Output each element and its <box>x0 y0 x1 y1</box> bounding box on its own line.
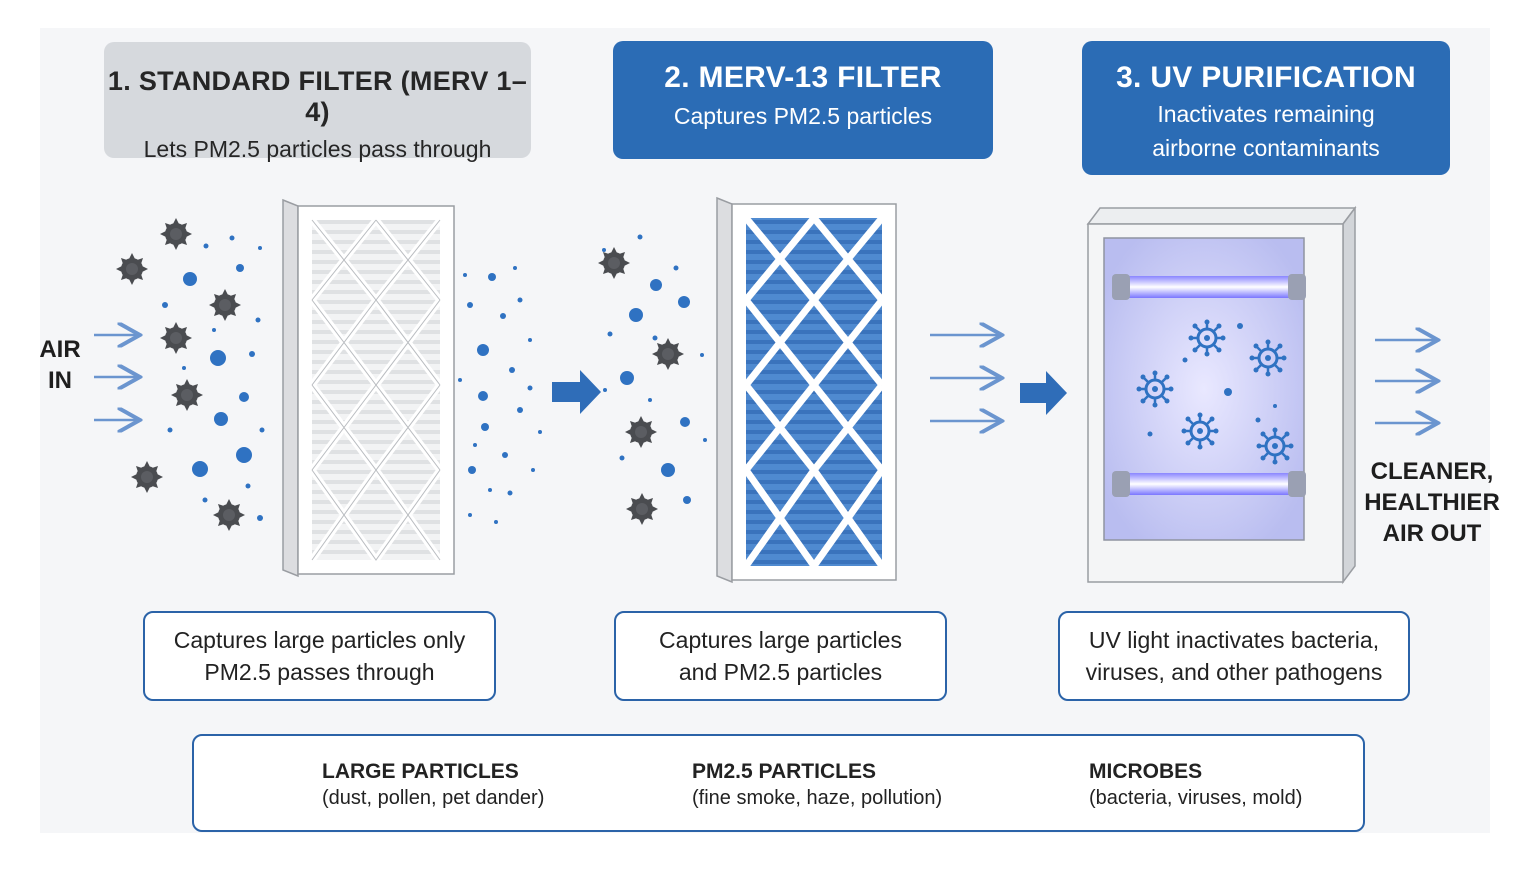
stage2-caption: Captures large particles and PM2.5 parti… <box>614 611 947 701</box>
legend-pm25-description: (fine smoke, haze, pollution) <box>692 787 943 809</box>
air-out-label: CLEANER, HEALTHIER AIR OUT <box>1364 456 1500 549</box>
clean-air-arrows-stage2 <box>930 335 1002 421</box>
air-out-line2: HEALTHIER <box>1364 489 1500 516</box>
legend-pm25-title: PM2.5 PARTICLES <box>692 760 876 783</box>
large-particles-stage1 <box>116 218 245 531</box>
legend-microbes-title: MICROBES <box>1089 760 1203 783</box>
legend-microbes-description: (bacteria, viruses, mold) <box>1089 787 1303 809</box>
uv-chamber-icon <box>1086 205 1357 585</box>
stage1-title: 1. STANDARD FILTER (MERV 1–4) <box>107 66 528 127</box>
uv-lamp-bottom <box>1112 471 1306 497</box>
air-out-line1: CLEANER, <box>1370 458 1494 485</box>
stage2-title: 2. MERV-13 FILTER <box>664 61 942 94</box>
stage1-subtitle: Lets PM2.5 particles pass through <box>143 136 492 162</box>
stage1-header: 1. STANDARD FILTER (MERV 1–4) Lets PM2.5… <box>104 42 531 162</box>
pm25-particles-passing <box>458 266 542 524</box>
air-in-line1: AIR <box>39 336 81 363</box>
air-in-arrows <box>94 335 140 420</box>
stage3-caption: UV light inactivates bacteria, viruses, … <box>1058 611 1410 701</box>
stage2-subtitle: Captures PM2.5 particles <box>673 103 933 129</box>
legend-large-description: (dust, pollen, pet dander) <box>322 787 545 809</box>
stage3-caption-line2: viruses, and other pathogens <box>1085 659 1383 685</box>
stage3-title: 3. UV PURIFICATION <box>1116 61 1416 94</box>
stage2-caption-line2: and PM2.5 particles <box>678 659 883 685</box>
stage2-to-stage3-arrow <box>1020 371 1067 415</box>
stage2-header: 2. MERV-13 FILTER Captures PM2.5 particl… <box>613 41 993 159</box>
stage2-caption-line1: Captures large particles <box>659 627 902 653</box>
uv-lamp-top <box>1112 274 1306 300</box>
stage3-caption-line1: UV light inactivates bacteria, <box>1088 627 1380 653</box>
merv13-filter-icon <box>716 196 897 584</box>
pm25-particles-stage2 <box>602 234 707 504</box>
stage1-caption: Captures large particles only PM2.5 pass… <box>143 611 496 701</box>
legend-large-title: LARGE PARTICLES <box>322 760 519 783</box>
stage3-header: 3. UV PURIFICATION Inactivates remaining… <box>1082 41 1450 175</box>
standard-filter-icon <box>282 198 455 578</box>
stage1-to-stage2-arrow <box>552 370 601 414</box>
large-particles-stage2 <box>598 247 684 525</box>
stage3-subtitle-line2: airborne contaminants <box>1152 135 1380 161</box>
pm25-particles-stage1 <box>162 235 265 521</box>
air-in-line2: IN <box>48 367 72 394</box>
air-out-line3: AIR OUT <box>1382 520 1482 547</box>
air-in-label: AIR IN <box>34 334 86 396</box>
air-out-arrows <box>1375 340 1438 423</box>
stage1-caption-line1: Captures large particles only <box>173 627 466 653</box>
legend: LARGE PARTICLES (dust, pollen, pet dande… <box>192 734 1365 832</box>
stage1-caption-line2: PM2.5 passes through <box>204 659 435 685</box>
stage3-subtitle-line1: Inactivates remaining <box>1157 101 1375 127</box>
